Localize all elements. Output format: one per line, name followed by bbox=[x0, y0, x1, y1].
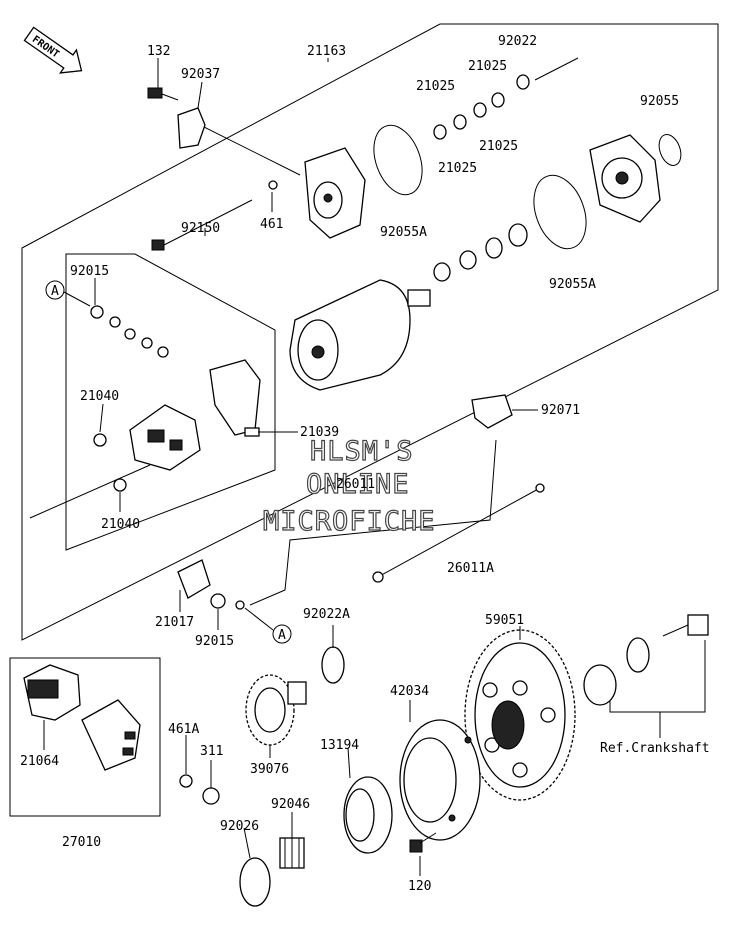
part-labels: 132 92037 21163 92022 21025 21025 21025 … bbox=[20, 34, 710, 894]
nut-461A bbox=[179, 774, 193, 788]
label-132: 132 bbox=[147, 44, 170, 59]
label-92037: 92037 bbox=[181, 67, 220, 82]
label-92071: 92071 bbox=[541, 403, 580, 418]
one-way-clutch-13194 bbox=[343, 776, 393, 854]
svg-text:A: A bbox=[278, 628, 286, 643]
label-21163: 21163 bbox=[307, 44, 346, 59]
starter-assembly-outline bbox=[21, 23, 719, 641]
watermark-line-1: HLSM'S bbox=[310, 436, 414, 467]
label-26011: 26011 bbox=[336, 477, 375, 492]
marker-a-bot: A bbox=[272, 624, 292, 644]
label-13194: 13194 bbox=[320, 738, 359, 753]
o-ring-92055A-bot bbox=[533, 174, 587, 250]
label-92055A-top: 92055A bbox=[380, 225, 427, 240]
needle-bearing-92046 bbox=[279, 837, 305, 869]
label-21040-bot: 21040 bbox=[101, 517, 140, 532]
crank-washer bbox=[626, 637, 650, 673]
bolt-120 bbox=[409, 832, 437, 853]
bolt-132 bbox=[147, 87, 179, 101]
washer-set-brush bbox=[90, 305, 169, 358]
spring-21040-bot bbox=[113, 478, 127, 492]
o-ring-92055 bbox=[658, 134, 682, 166]
watermark: HLSM'S ONLINE MICROFICHE bbox=[262, 435, 436, 537]
brush-holder-21039 bbox=[209, 359, 261, 437]
label-92150: 92150 bbox=[181, 221, 220, 236]
label-21040-top: 21040 bbox=[80, 389, 119, 404]
washer-461 bbox=[268, 180, 278, 190]
washer-92022A bbox=[321, 646, 345, 684]
starter-clutch-gear-59051 bbox=[464, 629, 576, 801]
label-21025-a: 21025 bbox=[468, 59, 507, 74]
crankshaft-bracket bbox=[609, 640, 706, 713]
label-92022A: 92022A bbox=[303, 607, 350, 622]
rear-end-cover bbox=[304, 147, 366, 239]
front-arrow: FRONT bbox=[23, 26, 83, 74]
label-21064: 21064 bbox=[20, 754, 59, 769]
label-42034: 42034 bbox=[390, 684, 429, 699]
relay-cover-21064 bbox=[23, 664, 81, 721]
label-92015-bot: 92015 bbox=[195, 634, 234, 649]
crank-bolt bbox=[662, 614, 709, 637]
cap-21017 bbox=[177, 559, 211, 599]
label-92046: 92046 bbox=[271, 797, 310, 812]
clamp-92037 bbox=[177, 107, 206, 149]
label-ref-crankshaft: Ref.Crankshaft bbox=[600, 741, 710, 756]
label-27010: 27010 bbox=[62, 835, 101, 850]
crank-collar bbox=[583, 664, 617, 706]
label-21017: 21017 bbox=[155, 615, 194, 630]
starter-motor-body bbox=[289, 279, 431, 391]
starter-relay bbox=[81, 699, 141, 771]
watermark-line-2: ONLINE bbox=[306, 469, 410, 500]
nut-311 bbox=[202, 787, 220, 805]
label-92055A-bot: 92055A bbox=[549, 277, 596, 292]
label-461: 461 bbox=[260, 217, 283, 232]
svg-text:A: A bbox=[51, 284, 59, 299]
lead-wire-26011A bbox=[377, 487, 541, 578]
brush-plate-21040 bbox=[129, 404, 201, 471]
through-bolt-92150 bbox=[151, 199, 253, 251]
idle-gear-39076 bbox=[245, 674, 307, 746]
marker-a-top: A bbox=[45, 280, 65, 300]
label-59051: 59051 bbox=[485, 613, 524, 628]
washer-set-21025 bbox=[433, 74, 530, 140]
label-311: 311 bbox=[200, 744, 223, 759]
label-92022: 92022 bbox=[498, 34, 537, 49]
label-21025-c: 21025 bbox=[479, 139, 518, 154]
washer-92026 bbox=[239, 857, 271, 907]
cable-boot-92071 bbox=[471, 394, 513, 429]
label-21025-d: 21025 bbox=[438, 161, 477, 176]
front-cover bbox=[589, 134, 661, 223]
label-21039: 21039 bbox=[300, 425, 339, 440]
brush-assembly-outline bbox=[65, 253, 276, 551]
starter-clutch-42034 bbox=[399, 719, 481, 841]
label-92055: 92055 bbox=[640, 94, 679, 109]
label-21025-b: 21025 bbox=[416, 79, 455, 94]
label-26011A: 26011A bbox=[447, 561, 494, 576]
nut-92015-bot bbox=[210, 593, 226, 609]
relay-assembly-outline bbox=[9, 657, 161, 817]
label-92026: 92026 bbox=[220, 819, 259, 834]
o-ring-92055A-top bbox=[373, 124, 423, 196]
lead-wire-26011 bbox=[249, 439, 497, 606]
leader-lines bbox=[43, 58, 538, 876]
washer-set-armature bbox=[433, 223, 528, 282]
label-120: 120 bbox=[408, 879, 431, 894]
label-39076: 39076 bbox=[250, 762, 289, 777]
label-461A: 461A bbox=[168, 722, 199, 737]
watermark-line-3: MICROFICHE bbox=[263, 506, 436, 537]
label-92015-top: 92015 bbox=[70, 264, 109, 279]
spring-21040-top bbox=[93, 433, 107, 447]
